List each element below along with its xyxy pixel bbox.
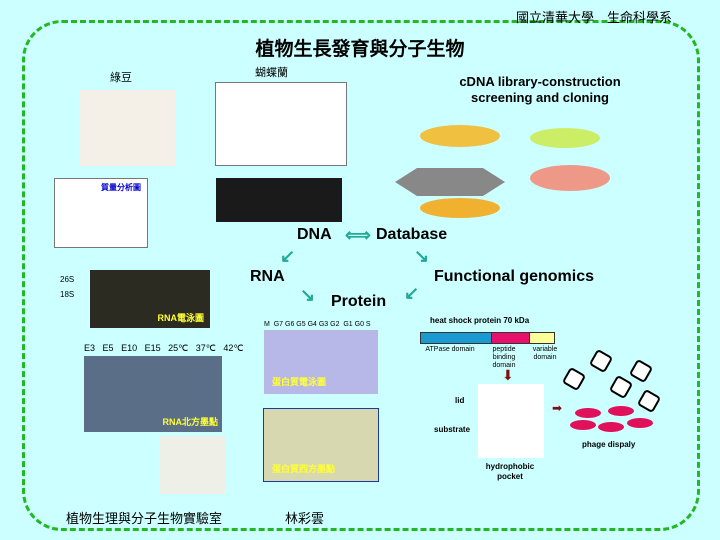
- protein-gel-label: 蛋白質電泳圖: [272, 377, 327, 387]
- cell-icon: [575, 408, 601, 418]
- hsp-title: heat shock protein 70 kDa: [430, 316, 530, 325]
- hsp-structure-image: [478, 384, 544, 458]
- lane: 25℃: [168, 343, 189, 353]
- protein-gel-image: 蛋白質電泳圖: [264, 330, 378, 394]
- rna-gel-image: RNA電泳圖: [90, 270, 210, 328]
- right-arrow-icon: ➡: [552, 401, 563, 415]
- cdna-line1: cDNA library-construction: [459, 74, 621, 89]
- membrane: [395, 168, 505, 196]
- petri-dish: [530, 165, 610, 191]
- variable-label: variable domain: [532, 346, 558, 361]
- database-label: Database: [376, 226, 448, 243]
- dna-label: DNA: [297, 226, 332, 243]
- orchid-label: 蝴蝶蘭: [255, 67, 288, 79]
- 26s-marker: 26S: [60, 275, 75, 284]
- northern-lanes: E3 E5 E10 E15 25℃ 37℃ 42℃: [84, 343, 244, 354]
- atpase-domain-bar: [420, 332, 492, 344]
- footer-lab: 植物生理與分子生物實驗室: [66, 511, 223, 526]
- cell-icon: [608, 406, 634, 416]
- mass-spec-label: 質量分析圖: [101, 183, 141, 192]
- peptide-label: peptide binding domain: [492, 346, 516, 369]
- cdna-line2: screening and cloning: [471, 90, 609, 105]
- variable-domain-bar: [529, 332, 555, 344]
- mungbean-photo: [80, 90, 176, 166]
- western-label: 蛋白質西方墨點: [272, 464, 336, 474]
- mungbean-label: 綠豆: [110, 72, 132, 84]
- protein-label: Protein: [331, 293, 387, 310]
- orchid-photo: [216, 178, 342, 222]
- phage-display-label: phage dispaly: [582, 440, 636, 449]
- pocket-label: hydrophobic pocket: [485, 462, 535, 481]
- arrow-icon: ↙: [404, 283, 420, 303]
- northern-label: RNA北方墨點: [162, 417, 219, 427]
- lid-label: lid: [455, 396, 465, 405]
- lane: E3: [84, 343, 96, 353]
- western-blot-image: 蛋白質西方墨點: [263, 408, 379, 482]
- lane: 37℃: [195, 343, 216, 353]
- down-arrow-icon: ⬇: [502, 367, 514, 383]
- cell-icon: [627, 418, 653, 428]
- lane: 42℃: [223, 343, 244, 353]
- leaf-photo: [160, 436, 226, 494]
- cell-icon: [570, 420, 596, 430]
- arrow-icon: ↘: [300, 285, 316, 305]
- petri-dish: [530, 128, 600, 148]
- petri-dish: [420, 125, 500, 147]
- rna-label: RNA: [250, 268, 285, 285]
- header-institution: 國立清華大學 生命科學系: [515, 10, 672, 25]
- northern-blot-image: RNA北方墨點: [84, 356, 222, 432]
- cell-icon: [598, 422, 624, 432]
- substrate-label: substrate: [434, 425, 471, 434]
- dashed-border: [22, 20, 700, 531]
- lane: E10: [121, 343, 138, 353]
- orchid-chart: [215, 82, 347, 166]
- peptide-domain-bar: [491, 332, 530, 344]
- slide-title: 植物生長發育與分子生物: [255, 38, 465, 60]
- arrow-icon: ↘: [414, 246, 430, 266]
- protein-lanes: M G7 G6 G5 G4 G3 G2 G1 G0 S: [264, 321, 371, 328]
- atpase-label: ATPase domain: [425, 346, 475, 353]
- double-arrow-icon: ⟺: [345, 225, 371, 245]
- 18s-marker: 18S: [60, 290, 75, 299]
- arrow-icon: ↙: [280, 246, 296, 266]
- lane: E5: [102, 343, 114, 353]
- rna-gel-label: RNA電泳圖: [157, 313, 205, 323]
- footer-name: 林彩雲: [285, 511, 325, 526]
- lane: E15: [144, 343, 161, 353]
- petri-dish: [420, 198, 500, 218]
- functional-genomics-label: Functional genomics: [434, 268, 595, 285]
- mass-spec-chart: 質量分析圖: [54, 178, 148, 248]
